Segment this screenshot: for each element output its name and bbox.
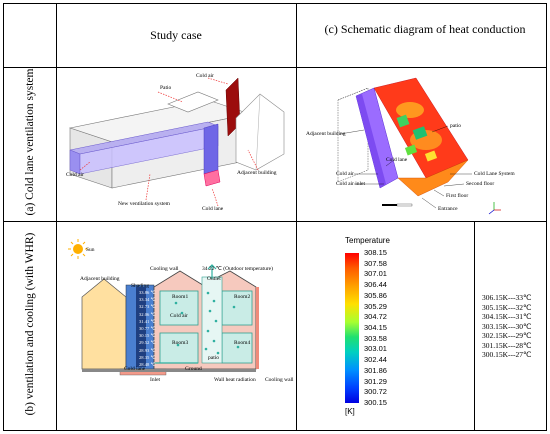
legend-tick-label: 305.86: [364, 290, 387, 300]
sun-icon: [68, 239, 88, 259]
label-sun: Sun: [86, 247, 95, 253]
conversion-item: 301.15K---28℃: [482, 340, 532, 350]
shading-temp: 32.73 ℃: [139, 304, 156, 310]
header-study-case: Study case: [150, 28, 202, 42]
label-cold-air-c: Cold air: [336, 171, 354, 177]
conversion-item: 305.15K---32℃: [482, 302, 532, 312]
label-cold-air-top: Cold air: [196, 73, 214, 79]
temperature-color-bar: [345, 253, 359, 403]
legend-tick-label: 303.58: [364, 333, 387, 343]
ventilation-cooling-section: [68, 239, 259, 376]
label-room3: Room3: [172, 340, 189, 346]
label-room4: Room4: [234, 340, 251, 346]
row-label-b: (b) ventilation and cooling (with WHR): [24, 232, 36, 416]
shading-temp: 33.34 ℃: [139, 297, 156, 303]
shading-temp: 28.48 ℃: [139, 362, 156, 368]
kelvin-celsius-conversion: 306.15K---33℃ 305.15K---32℃ 304.15K---31…: [482, 293, 531, 360]
label-second-floor: Second floor: [466, 181, 495, 187]
label-adjacent-building-b: Adjacent building: [80, 276, 120, 282]
row-divider-middle: [3, 221, 547, 222]
conversion-item: 303.15K---30℃: [482, 321, 532, 331]
label-patio: Patio: [160, 85, 172, 91]
shading-temp: 33.86 ℃: [139, 290, 156, 295]
label-cold-lane-system: Cold Lane System: [474, 171, 515, 177]
label-shading: Shading: [131, 283, 150, 289]
label-cold-lane-b: Cold lane: [124, 366, 146, 372]
legend-unit: [K]: [345, 407, 355, 416]
header-schematic: (c) Schematic diagram of heat conduction: [324, 22, 526, 36]
row-label-a: (a) Cold lane ventilation system: [24, 68, 36, 216]
row-divider-header: [3, 67, 547, 68]
label-cooling-wall-bottom: Cooling wall: [265, 377, 294, 383]
label-room2: Room2: [234, 294, 251, 300]
legend-tick-label: 307.58: [364, 258, 387, 268]
label-ground: Ground: [185, 366, 202, 372]
label-cold-air-inlet: Cold air inlet: [336, 181, 366, 187]
label-cold-air-b: Cold air: [170, 313, 188, 319]
label-entrance: Entrance: [438, 206, 458, 212]
legend-title: Temperature: [345, 236, 390, 245]
legend-tick-label: 304.72: [364, 312, 387, 322]
legend-tick-label: 303.01: [364, 344, 387, 354]
label-adjacent-building-c: Adjacent building: [306, 131, 346, 137]
shading-temp: 30.77 ℃: [139, 326, 156, 332]
label-room1: Room1: [172, 294, 189, 300]
conversion-item: 304.15K---31℃: [482, 312, 532, 321]
label-cold-air-left: Cold air: [66, 172, 84, 178]
label-outdoor-temperature: 34.22 ℃ (Outdoor temperature): [202, 266, 273, 272]
column-divider-main: [296, 3, 297, 431]
shading-temp: 29.52 ℃: [139, 340, 156, 346]
column-divider-label: [56, 3, 57, 431]
conversion-item: 300.15K---27℃: [482, 350, 532, 359]
shading-temp: 30.15 ℃: [139, 333, 156, 339]
legend-tick-label: 301.86: [364, 365, 387, 375]
label-cooling-wall-top: Cooling wall: [150, 266, 179, 272]
label-first-floor: First floor: [446, 193, 469, 199]
legend-tick-label: 300.15: [364, 398, 387, 407]
legend-tick-label: 307.01: [364, 269, 387, 279]
shading-temp: 28.93 ℃: [139, 347, 156, 353]
shading-temp: 32.06 ℃: [139, 311, 156, 317]
legend-tick-label: 301.29: [364, 376, 387, 386]
legend-tick-label: 300.72: [364, 387, 387, 397]
legend-tick-label: 305.29: [364, 301, 387, 311]
label-cold-lane-c: Cold lane: [386, 157, 408, 163]
figure-table: [3, 3, 547, 431]
label-cold-lane-a: Cold lane: [202, 206, 224, 212]
label-patio-b: patio: [208, 355, 219, 361]
label-wall-heat-radiation: Wall heat radiation: [214, 377, 256, 383]
conversion-item: 306.15K---33℃: [482, 293, 532, 302]
label-patio-c: patio: [450, 123, 461, 129]
label-adjacent-building-a: Adjacent building: [237, 170, 277, 176]
shading-temp: 31.41 ℃: [139, 318, 156, 324]
heat-conduction-3d-diagram: [337, 77, 501, 215]
label-new-ventilation-system: New ventilation system: [118, 201, 170, 207]
label-inlet: Inlet: [150, 377, 161, 383]
cold-lane-building-diagram: [68, 77, 285, 207]
conversion-item: 302.15K---29℃: [482, 331, 532, 340]
legend-tick-label: 306.44: [364, 280, 387, 290]
legend-tick-label: 308.15: [364, 248, 387, 257]
shading-temp: 28.35 ℃: [139, 354, 156, 360]
legend-tick-label: 304.15: [364, 323, 387, 332]
label-outlet: Outlet: [207, 276, 221, 282]
column-divider-conversion: [474, 221, 475, 431]
shading-temperature-list: 33.86 ℃ 33.34 ℃ 32.73 ℃ 32.06 ℃ 31.41 ℃ …: [139, 289, 163, 368]
legend-tick-label: 302.44: [364, 355, 387, 365]
